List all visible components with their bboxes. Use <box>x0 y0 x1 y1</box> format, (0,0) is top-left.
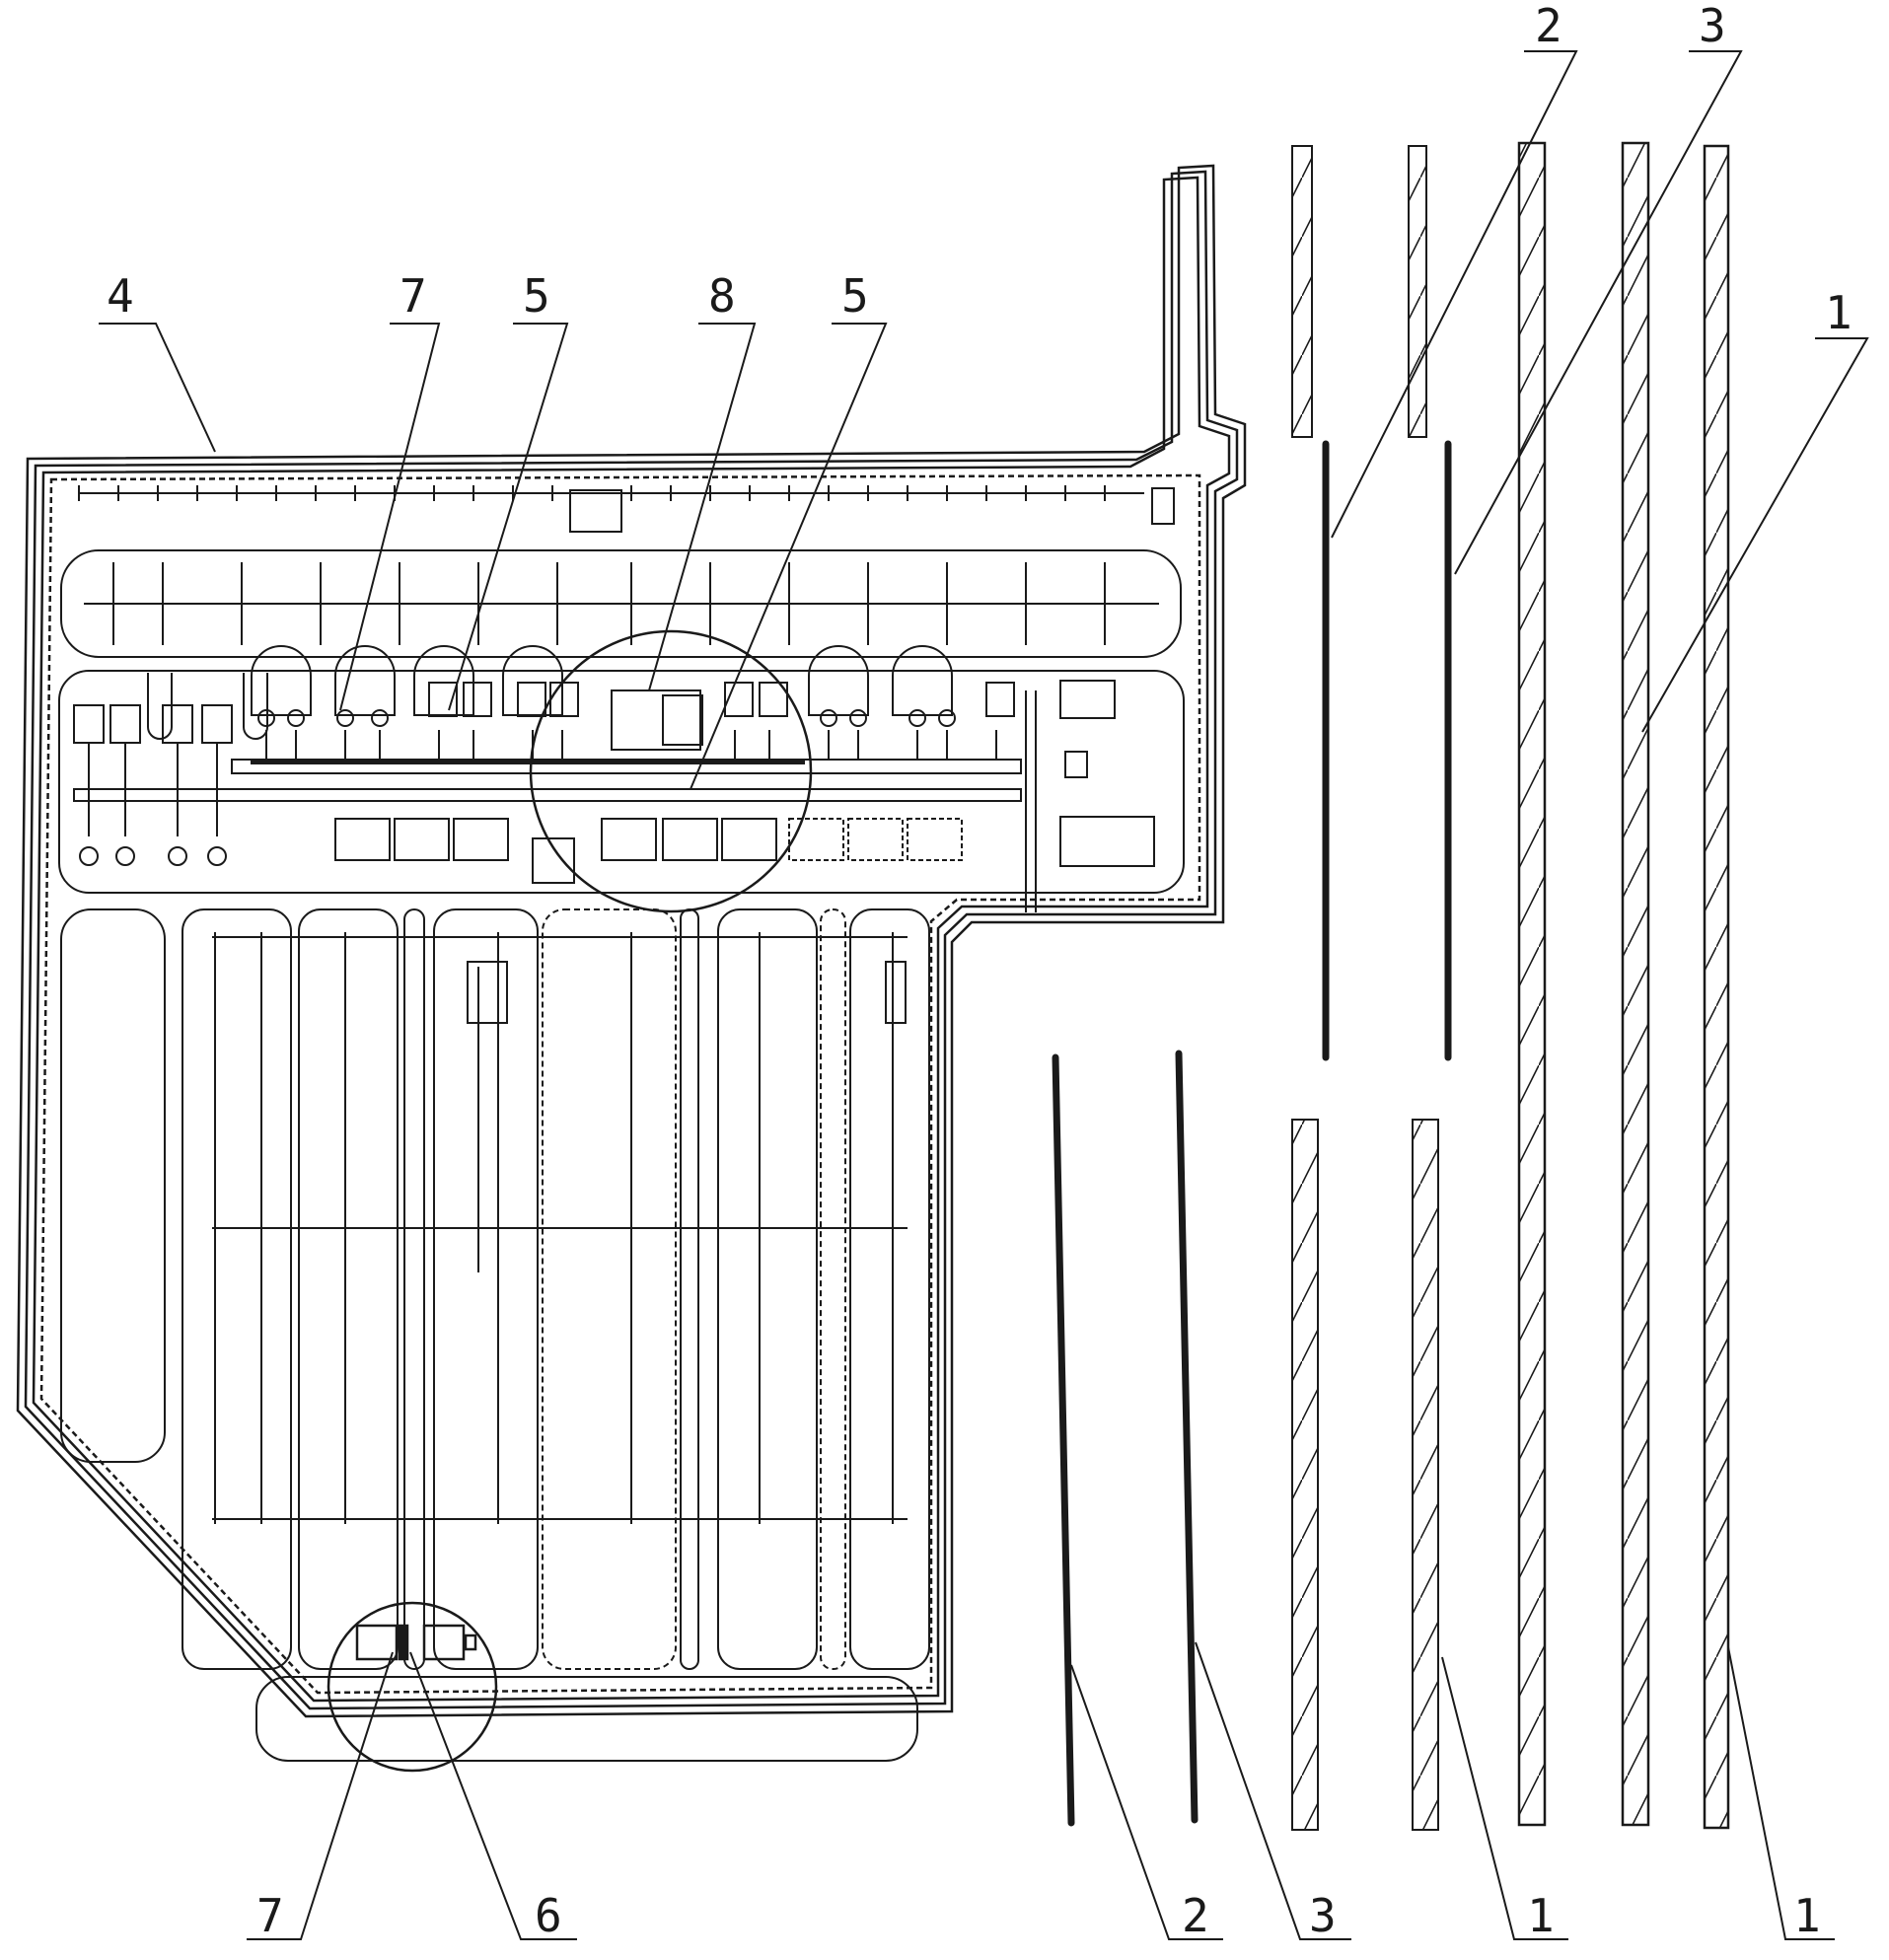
storage-band <box>60 549 1182 658</box>
label-8: 8 <box>708 269 736 323</box>
process-area <box>58 645 1185 912</box>
bar-3-bottom <box>1175 1050 1199 1824</box>
label-7-bottom: 7 <box>256 1889 284 1942</box>
strip-short-a <box>1291 145 1313 438</box>
strip-long-a <box>1517 141 1547 1827</box>
label-2-top: 2 <box>1535 0 1562 52</box>
leader-lines <box>99 50 1869 1940</box>
site-boundary <box>16 164 1247 1718</box>
strip-long-b <box>1621 141 1650 1827</box>
label-5-b: 5 <box>841 269 869 323</box>
hatched-strips <box>1291 141 1730 1831</box>
strip-long-c <box>1703 144 1730 1830</box>
strip-lower-a <box>1291 1119 1319 1831</box>
label-3-top: 3 <box>1699 0 1726 52</box>
label-3-bottom: 3 <box>1309 1889 1337 1942</box>
strip-short-b <box>1408 145 1427 438</box>
label-1-right: 1 <box>1825 286 1853 339</box>
label-1-bottom-b: 1 <box>1793 1889 1821 1942</box>
label-7-top: 7 <box>400 269 427 323</box>
detail-circle-8 <box>529 629 813 913</box>
solid-bars <box>1052 440 1452 1827</box>
top-fence <box>78 485 1175 533</box>
label-6: 6 <box>535 1889 562 1942</box>
label-1-bottom-a: 1 <box>1527 1889 1555 1942</box>
label-2-bottom: 2 <box>1182 1889 1209 1942</box>
basin-area <box>60 908 930 1762</box>
detail-circle-6-7 <box>327 1601 498 1773</box>
label-5-a: 5 <box>523 269 550 323</box>
label-4: 4 <box>107 269 134 323</box>
strip-lower-b <box>1412 1119 1439 1831</box>
bar-2-bottom <box>1052 1053 1075 1827</box>
labels: 4 7 5 8 5 2 3 1 7 6 2 3 1 1 <box>107 0 1853 1942</box>
